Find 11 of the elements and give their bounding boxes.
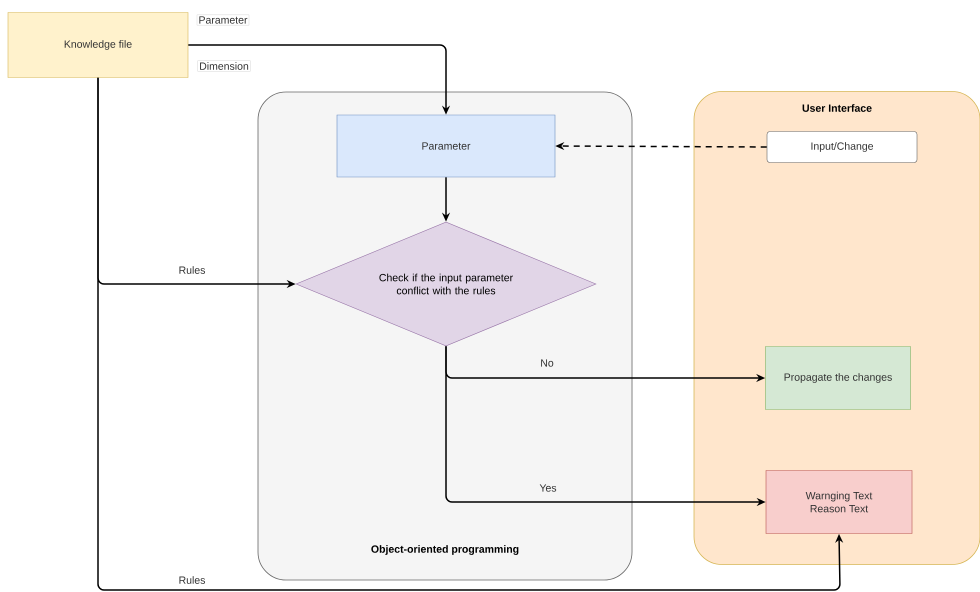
tag-label: Parameter xyxy=(196,14,250,26)
process-box: Warnging Text Reason Text xyxy=(766,470,912,534)
process-box: Knowledge file xyxy=(8,12,188,78)
input-box: Input/Change xyxy=(766,131,918,163)
edge-label: Rules xyxy=(179,576,206,584)
edge-label: No xyxy=(541,359,554,367)
process-box: Propagate the changes xyxy=(765,346,911,410)
edge-label: Yes xyxy=(540,484,556,492)
tag-label: Dimension xyxy=(198,60,250,72)
edge-label: Rules xyxy=(179,266,206,274)
process-box: Parameter xyxy=(336,114,556,178)
